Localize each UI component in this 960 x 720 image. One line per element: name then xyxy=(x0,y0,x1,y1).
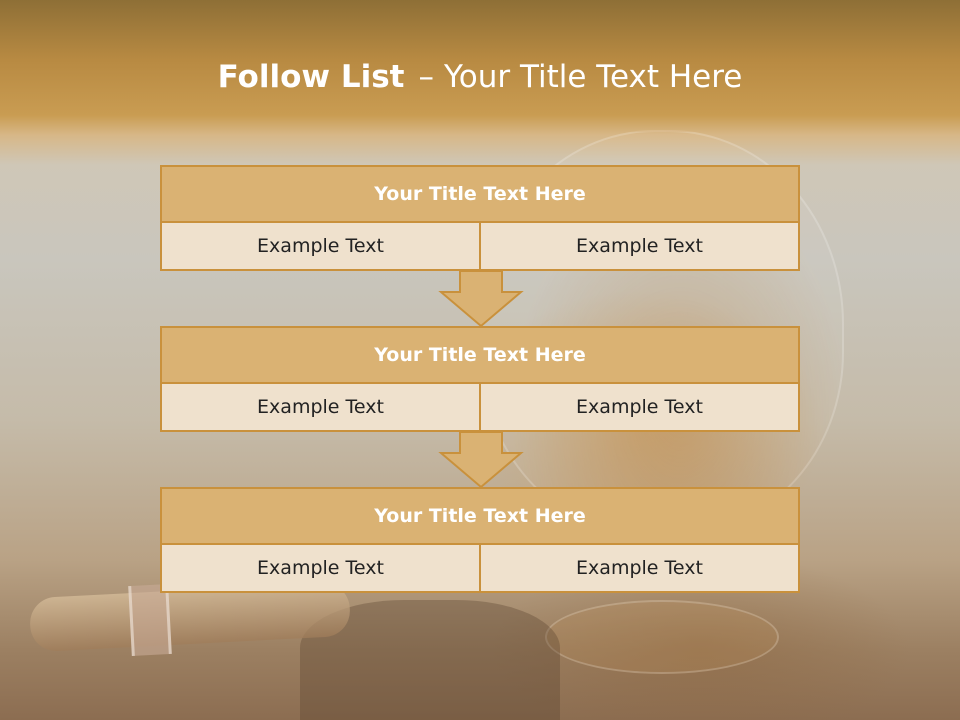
step-cell-left: Example Text xyxy=(257,557,384,579)
step-cell-right: Example Text xyxy=(479,223,798,269)
step-cell-left: Example Text xyxy=(257,396,384,418)
background-glass-base xyxy=(545,600,779,674)
step-row: Example Text Example Text xyxy=(162,223,798,269)
slide-title-separator: – xyxy=(418,59,434,95)
step-box: Your Title Text Here Example Text Exampl… xyxy=(160,165,800,271)
step-cell-right: Example Text xyxy=(479,545,798,591)
step-box: Your Title Text Here Example Text Exampl… xyxy=(160,487,800,593)
down-arrow-icon xyxy=(438,270,524,328)
background-cigar-band xyxy=(128,584,172,656)
step-title: Your Title Text Here xyxy=(162,167,798,223)
step-box: Your Title Text Here Example Text Exampl… xyxy=(160,326,800,432)
slide-title-rest: Your Title Text Here xyxy=(443,59,743,95)
slide-title-bold: Follow List xyxy=(217,59,405,95)
slide-title: Follow List–Your Title Text Here xyxy=(0,52,960,102)
down-arrow-icon xyxy=(438,431,524,489)
step-title: Your Title Text Here xyxy=(162,489,798,545)
step-cell-right: Example Text xyxy=(479,384,798,430)
step-row: Example Text Example Text xyxy=(162,384,798,430)
step-cell-left: Example Text xyxy=(257,235,384,257)
step-title: Your Title Text Here xyxy=(162,328,798,384)
step-row: Example Text Example Text xyxy=(162,545,798,591)
